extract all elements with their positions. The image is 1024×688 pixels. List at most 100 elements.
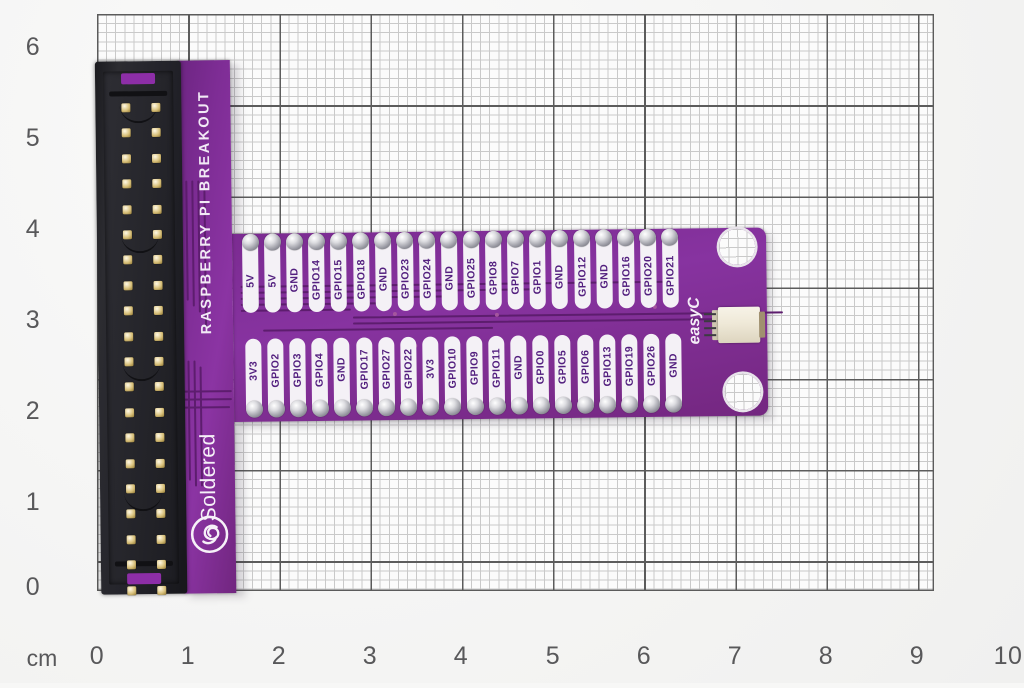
- gpio-pad-gpio14-3[interactable]: GPIO14: [307, 232, 326, 313]
- pad-hole[interactable]: [396, 231, 414, 250]
- gpio-pad-gnd-12[interactable]: GND: [510, 335, 528, 415]
- gpio-pad-gpio7-12[interactable]: GPIO7: [506, 230, 525, 310]
- gpio-pad-3v3-8[interactable]: 3V3: [422, 336, 440, 416]
- jst-pin[interactable]: [704, 327, 717, 330]
- pad-hole[interactable]: [241, 233, 259, 251]
- pad-hole[interactable]: [595, 229, 613, 247]
- pad-hole[interactable]: [418, 231, 436, 249]
- pad-hole[interactable]: [572, 229, 591, 247]
- gpio-pad-gpio0-13[interactable]: GPIO0: [532, 335, 550, 415]
- idc-pin[interactable]: [155, 407, 165, 417]
- pad-hole[interactable]: [440, 231, 458, 249]
- idc-pin[interactable]: [152, 204, 162, 214]
- gpio-pad-gpio1-13[interactable]: GPIO1: [528, 230, 547, 310]
- pad-hole[interactable]: [466, 397, 484, 416]
- pad-hole[interactable]: [311, 399, 329, 418]
- idc-pin[interactable]: [151, 153, 162, 163]
- idc-pin[interactable]: [153, 306, 163, 316]
- gpio-pad-gpio17-5[interactable]: GPIO17: [355, 337, 374, 417]
- gpio-pad-gpio4-3[interactable]: GPIO4: [311, 337, 329, 418]
- idc-pin[interactable]: [123, 281, 133, 291]
- idc-pin[interactable]: [153, 280, 163, 290]
- gpio-pad-gnd-2[interactable]: GND: [285, 233, 304, 313]
- idc-pin[interactable]: [155, 433, 165, 443]
- idc-pin[interactable]: [124, 357, 134, 367]
- gpio-pad-gnd-14[interactable]: GND: [550, 229, 569, 310]
- idc-pin[interactable]: [151, 102, 161, 113]
- idc-pin[interactable]: [122, 179, 132, 189]
- idc-pin[interactable]: [125, 484, 136, 494]
- idc-pin[interactable]: [126, 509, 136, 519]
- gpio-pad-gpio6-15[interactable]: GPIO6: [576, 334, 595, 414]
- pad-hole[interactable]: [307, 232, 325, 251]
- pad-hole[interactable]: [550, 229, 569, 248]
- gpio-pad-gnd-6[interactable]: GND: [374, 232, 392, 312]
- gpio-pad-gpio18-5[interactable]: GPIO18: [351, 232, 370, 312]
- gpio-pad-gpio5-14[interactable]: GPIO5: [554, 334, 573, 415]
- pad-hole[interactable]: [576, 396, 595, 414]
- idc-pin[interactable]: [122, 230, 132, 240]
- gpio-pad-gpio15-4[interactable]: GPIO15: [329, 232, 348, 312]
- gpio-pad-3v3-0[interactable]: 3V3: [245, 338, 263, 418]
- gpio-pad-gpio24-8[interactable]: GPIO24: [418, 231, 436, 311]
- idc-pin[interactable]: [126, 560, 137, 570]
- idc-pin[interactable]: [126, 535, 136, 545]
- pad-hole[interactable]: [639, 228, 657, 247]
- idc-pin[interactable]: [121, 128, 131, 138]
- pad-hole[interactable]: [484, 230, 502, 248]
- pad-hole[interactable]: [285, 233, 303, 251]
- idc-pin[interactable]: [125, 458, 135, 468]
- idc-pin[interactable]: [156, 509, 166, 519]
- idc-pin[interactable]: [155, 458, 165, 468]
- idc-pin[interactable]: [124, 382, 134, 392]
- gpio-pad-gnd-4[interactable]: GND: [333, 337, 352, 417]
- pad-hole[interactable]: [528, 230, 546, 248]
- idc-pin[interactable]: [151, 128, 161, 138]
- idc-pin[interactable]: [121, 103, 131, 113]
- idc-pin[interactable]: [154, 356, 164, 367]
- gpio-pad-gpio21-19[interactable]: GPIO21: [661, 228, 679, 308]
- gpio-pad-gpio16-17[interactable]: GPIO16: [617, 229, 635, 309]
- idc-pin[interactable]: [155, 483, 166, 493]
- jst-pin[interactable]: [704, 334, 717, 337]
- idc-pin[interactable]: [153, 255, 163, 265]
- pad-hole[interactable]: [333, 399, 352, 417]
- idc-pin[interactable]: [121, 154, 132, 164]
- pad-hole[interactable]: [374, 232, 392, 250]
- pad-hole[interactable]: [289, 400, 307, 418]
- pad-hole[interactable]: [661, 228, 679, 246]
- gpio-pad-gpio10-9[interactable]: GPIO10: [444, 336, 462, 416]
- idc-pin[interactable]: [152, 229, 162, 240]
- idc-pin[interactable]: [124, 331, 134, 341]
- pad-hole[interactable]: [267, 400, 285, 418]
- pad-hole[interactable]: [329, 232, 348, 250]
- gpio-pad-gpio27-6[interactable]: GPIO27: [377, 337, 396, 417]
- gpio-pad-gpio11-11[interactable]: GPIO11: [488, 335, 506, 415]
- gpio-pad-gpio9-10[interactable]: GPIO9: [466, 335, 484, 416]
- pad-hole[interactable]: [554, 396, 573, 415]
- gpio-pad-gpio23-7[interactable]: GPIO23: [396, 231, 414, 312]
- idc-pin[interactable]: [125, 433, 135, 443]
- jst-pin[interactable]: [703, 313, 716, 316]
- gpio-pad-gpio8-11[interactable]: GPIO8: [484, 230, 502, 310]
- gpio-pad-gpio12-15[interactable]: GPIO12: [572, 229, 591, 309]
- idc-pin[interactable]: [127, 585, 137, 595]
- pad-hole[interactable]: [532, 397, 550, 415]
- gpio-pad-5v-0[interactable]: 5V: [241, 233, 259, 313]
- gpio-pad-gpio26-18[interactable]: GPIO26: [642, 333, 661, 414]
- jst-pin[interactable]: [704, 320, 717, 323]
- idc-pin[interactable]: [125, 408, 135, 418]
- gpio-pad-gpio19-17[interactable]: GPIO19: [620, 334, 639, 414]
- pad-hole[interactable]: [462, 231, 480, 249]
- idc-pin[interactable]: [123, 255, 133, 265]
- pad-hole[interactable]: [245, 400, 263, 418]
- pad-hole[interactable]: [510, 397, 528, 415]
- pad-hole[interactable]: [355, 399, 374, 417]
- idc-pin[interactable]: [152, 179, 162, 189]
- gpio-pad-gnd-9[interactable]: GND: [440, 231, 458, 311]
- idc-pin[interactable]: [156, 534, 166, 544]
- gpio-pad-gpio2-1[interactable]: GPIO2: [267, 338, 285, 418]
- gpio-pad-gpio20-18[interactable]: GPIO20: [639, 228, 657, 309]
- idc-pin[interactable]: [157, 585, 167, 595]
- gpio-pad-gpio13-16[interactable]: GPIO13: [598, 334, 617, 414]
